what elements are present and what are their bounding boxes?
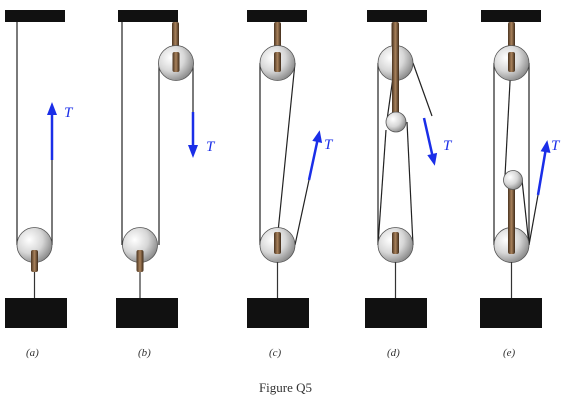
panel-b: T (b) xyxy=(116,10,216,359)
pulley-axle xyxy=(136,250,144,272)
panel-label: (e) xyxy=(503,347,516,359)
rope xyxy=(412,62,433,117)
pulley-axle xyxy=(274,52,281,72)
movable-pulley-rod xyxy=(508,180,515,254)
panel-e: T (e) xyxy=(480,10,561,359)
rope xyxy=(504,62,512,177)
tension-arrowhead xyxy=(188,145,198,158)
panel-c: T (c) xyxy=(247,10,334,359)
panel-d: T (d) xyxy=(365,10,453,359)
tension-arrow xyxy=(536,147,548,196)
tension-arrowhead xyxy=(427,152,438,166)
panel-label: (c) xyxy=(269,347,282,359)
pulley-axle xyxy=(392,232,399,254)
tension-label: T xyxy=(443,138,453,154)
pulley-axle xyxy=(31,250,38,272)
figure-caption: Figure Q5 xyxy=(258,380,313,395)
tension-label: T xyxy=(206,139,216,155)
rope xyxy=(406,121,414,246)
tension-arrowhead xyxy=(312,130,323,143)
rope xyxy=(528,194,539,246)
panel-label: (b) xyxy=(138,347,151,359)
load-block xyxy=(5,298,67,328)
ceiling-bar xyxy=(118,10,178,22)
pulley-wheel xyxy=(503,170,523,190)
load-block xyxy=(480,298,542,328)
load-block xyxy=(365,298,427,328)
panel-a: T (a) xyxy=(5,10,74,359)
load-block xyxy=(247,298,309,328)
rope xyxy=(277,62,296,233)
ceiling-bar xyxy=(247,10,307,22)
tension-arrow xyxy=(422,117,435,159)
rope xyxy=(521,179,530,246)
tension-label: T xyxy=(551,138,561,154)
tension-label: T xyxy=(324,137,334,153)
ceiling-bar xyxy=(5,10,65,22)
ceiling-bar xyxy=(367,10,427,22)
tension-arrow xyxy=(307,137,320,181)
panel-label: (d) xyxy=(387,347,400,359)
tension-label: T xyxy=(64,105,74,121)
tension-arrowhead xyxy=(540,140,551,153)
movable-pulley-rod xyxy=(392,22,399,122)
tension-arrowhead xyxy=(47,102,57,115)
pulley-axle xyxy=(274,232,281,254)
rope xyxy=(294,179,310,246)
panel-label: (a) xyxy=(26,347,39,359)
pulley-wheel xyxy=(385,111,407,133)
load-block xyxy=(116,298,178,328)
pulley-axle xyxy=(172,52,180,72)
rope xyxy=(377,129,387,246)
pulley-axle xyxy=(508,52,515,72)
ceiling-bar xyxy=(481,10,541,22)
